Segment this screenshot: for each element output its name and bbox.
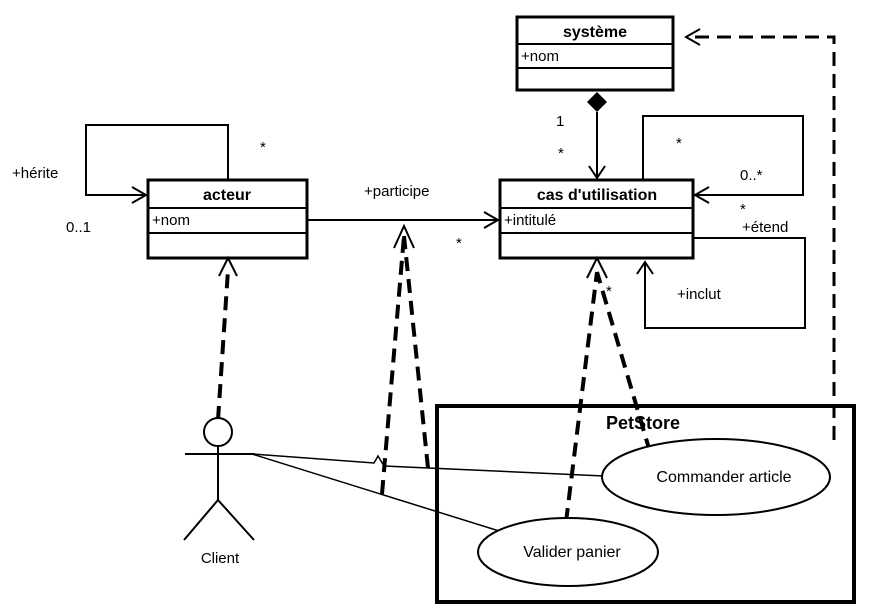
inclut-label: +inclut xyxy=(677,286,722,303)
dependency-boundary-to-systeme xyxy=(683,28,836,440)
class-systeme-name: système xyxy=(563,24,627,41)
usecase-valider-panier: Valider panier xyxy=(477,517,659,587)
class-cas-utilisation: cas d'utilisation +intitulé xyxy=(498,178,695,260)
actor-client-name: Client xyxy=(201,550,240,567)
participe-association: +participe * xyxy=(307,183,501,252)
class-acteur-attribute: +nom xyxy=(152,212,190,229)
class-acteur-name: acteur xyxy=(203,187,251,204)
composition-mult-one: 1 xyxy=(556,113,564,130)
inclut-mult-star: * xyxy=(606,283,612,300)
inclut-association: +étend +inclut * xyxy=(606,219,806,329)
composition-mult-star: * xyxy=(558,145,564,162)
dependency-actor-to-acteur xyxy=(216,255,238,421)
class-cas-utilisation-attribute: +intitulé xyxy=(504,212,556,229)
self-association-cas: * 0..* * xyxy=(642,115,804,218)
herite-association: +hérite * 0..1 xyxy=(12,124,266,236)
actor-client: Client xyxy=(183,417,255,567)
self-cas-mult-star: * xyxy=(676,135,682,152)
composition-association: 1 * xyxy=(556,92,607,180)
self-cas-mult-star2: * xyxy=(740,201,746,218)
self-cas-mult-range: 0..* xyxy=(740,167,763,184)
herite-label: +hérite xyxy=(12,165,58,182)
class-systeme-attribute: +nom xyxy=(521,48,559,65)
dependency-ucs-to-participe xyxy=(380,223,430,495)
class-cas-utilisation-name: cas d'utilisation xyxy=(537,187,657,204)
class-systeme: système +nom xyxy=(515,15,675,92)
herite-mult-star: * xyxy=(260,139,266,156)
herite-mult-range: 0..1 xyxy=(66,219,91,236)
usecase-commander-article-label: Commander article xyxy=(656,469,791,486)
composition-diamond-icon xyxy=(587,92,607,112)
system-boundary-title: PetStore xyxy=(606,413,680,433)
usecase-valider-panier-label: Valider panier xyxy=(523,544,621,561)
actor-usecase-links xyxy=(251,453,605,536)
dependency-ucs-to-cas xyxy=(564,255,652,523)
participe-mult-star: * xyxy=(456,235,462,252)
etend-label: +étend xyxy=(742,219,788,236)
class-acteur: acteur +nom xyxy=(146,178,309,260)
usecase-commander-article: Commander article xyxy=(601,438,831,516)
participe-label: +participe xyxy=(364,183,429,200)
system-boundary-petstore: PetStore xyxy=(435,404,856,604)
